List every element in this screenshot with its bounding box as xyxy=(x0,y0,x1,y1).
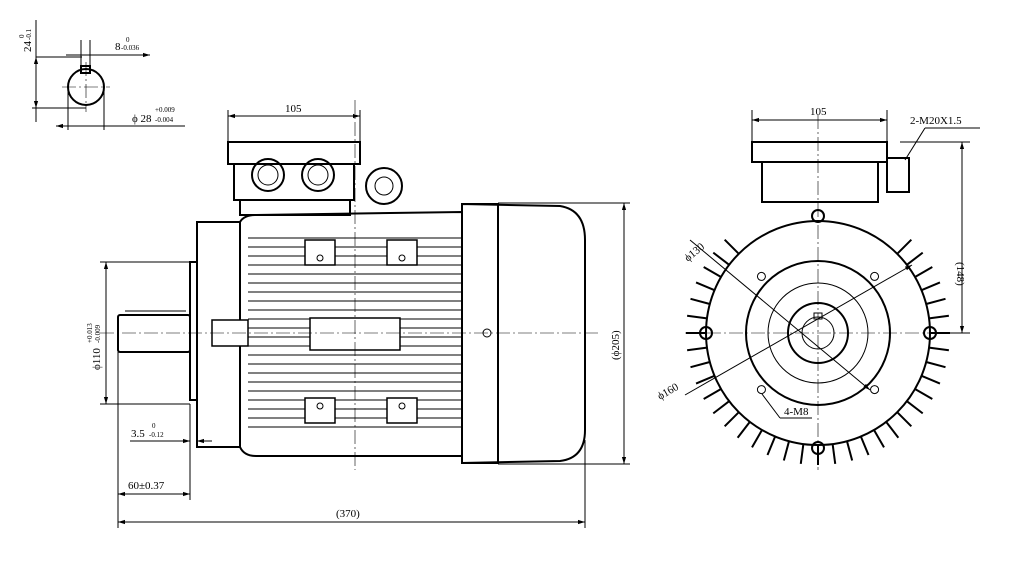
radial-fin xyxy=(906,251,924,266)
radial-fin xyxy=(723,238,740,255)
radial-fin xyxy=(896,411,913,428)
radial-fin xyxy=(928,346,950,352)
pcd-label: ϕ160 xyxy=(656,381,682,403)
eyebolt xyxy=(365,167,403,205)
front-terminal-box-lid xyxy=(751,141,888,163)
radial-fin xyxy=(686,314,708,320)
svg-text:0: 0 xyxy=(126,36,130,44)
radial-fin xyxy=(873,429,885,448)
spigot-circle-label: ϕ130 xyxy=(682,240,707,264)
svg-text:-0.009: -0.009 xyxy=(94,324,102,343)
shaft-length-label: 60±0.37 xyxy=(128,480,165,492)
radial-fin xyxy=(859,436,870,456)
cable-gland xyxy=(886,157,910,193)
radial-fin xyxy=(928,314,950,320)
svg-text:0: 0 xyxy=(152,422,156,430)
radial-fin xyxy=(723,411,740,428)
key-depth-label: 24 0 -0.1 xyxy=(18,28,34,52)
side-view: 105 ϕ110 +0.013 -0.009 3.5 0 -0.12 60±0.… xyxy=(86,100,630,528)
radial-fin xyxy=(921,281,941,292)
radial-fin xyxy=(925,361,946,369)
radial-fin xyxy=(921,374,941,385)
flange-thickness-label: 3.5 0 -0.12 xyxy=(131,422,164,440)
svg-text:-0.1: -0.1 xyxy=(25,28,33,40)
front-box-width-label: 105 xyxy=(810,106,827,118)
radial-fin xyxy=(703,388,722,400)
radial-fin xyxy=(712,400,730,415)
svg-text:ϕ130: ϕ130 xyxy=(682,240,707,264)
radial-fin xyxy=(799,443,805,465)
radial-fin xyxy=(695,374,715,385)
svg-text:-0.12: -0.12 xyxy=(149,431,164,439)
flange-spigot xyxy=(189,261,198,401)
radial-fin xyxy=(686,346,708,352)
svg-text:0: 0 xyxy=(18,34,26,38)
svg-text:8: 8 xyxy=(115,41,121,53)
radial-fin xyxy=(925,297,946,305)
radial-fin xyxy=(712,251,730,266)
svg-text:24: 24 xyxy=(22,41,34,53)
radial-fin xyxy=(690,297,711,305)
radial-fin xyxy=(751,429,763,448)
radial-fin xyxy=(703,266,722,278)
front-view: 105 2-M20X1.5 (148) ϕ130 ϕ160 4-M8 xyxy=(656,106,980,470)
svg-text:-0.036: -0.036 xyxy=(121,44,140,52)
radial-fin xyxy=(766,436,777,456)
radial-fin xyxy=(885,421,900,439)
radial-fin xyxy=(906,400,924,415)
radial-fin xyxy=(831,443,837,465)
radial-fin xyxy=(695,281,715,292)
svg-text:+0.009: +0.009 xyxy=(155,106,175,114)
shaft xyxy=(117,314,191,353)
svg-text:ϕ110: ϕ110 xyxy=(91,348,103,370)
holes-label: 4-M8 xyxy=(784,406,809,418)
mount-hole xyxy=(870,271,880,281)
shaft-diameter-label: ϕ 28 +0.009 -0.004 xyxy=(132,106,175,125)
radial-fin xyxy=(914,266,933,278)
side-box-width-label: 105 xyxy=(285,103,302,115)
radial-fin xyxy=(690,361,711,369)
svg-text:-0.004: -0.004 xyxy=(155,116,174,124)
terminal-box-lid xyxy=(227,141,361,165)
mount-hole xyxy=(756,271,766,281)
terminal-box xyxy=(233,164,355,201)
svg-text:+0.013: +0.013 xyxy=(86,323,94,343)
svg-text:(ϕ205): (ϕ205) xyxy=(610,330,622,360)
radial-fin xyxy=(846,440,854,461)
overall-height-label: (ϕ205) xyxy=(610,330,622,360)
shaft-section: 24 0 -0.1 8 0 -0.036 ϕ 28 +0.009 -0.004 xyxy=(18,20,185,130)
overall-length-label: (370) xyxy=(336,508,360,520)
radial-fin xyxy=(896,238,913,255)
cable-gland-label: 2-M20X1.5 xyxy=(910,115,962,127)
radial-fin xyxy=(914,388,933,400)
mount-hole xyxy=(756,385,766,395)
key-width-label: 8 0 -0.036 xyxy=(115,36,140,53)
svg-text:3.5: 3.5 xyxy=(131,428,145,440)
svg-text:(148): (148) xyxy=(954,262,966,286)
box-height-label: (148) xyxy=(954,262,966,286)
fan-cover xyxy=(461,202,586,465)
radial-fin xyxy=(782,440,790,461)
svg-text:ϕ160: ϕ160 xyxy=(656,381,682,403)
svg-text:ϕ 28: ϕ 28 xyxy=(132,113,152,125)
radial-fin xyxy=(736,421,751,439)
spigot-diameter-label: ϕ110 +0.013 -0.009 xyxy=(86,323,103,370)
mount-hole xyxy=(870,385,880,395)
